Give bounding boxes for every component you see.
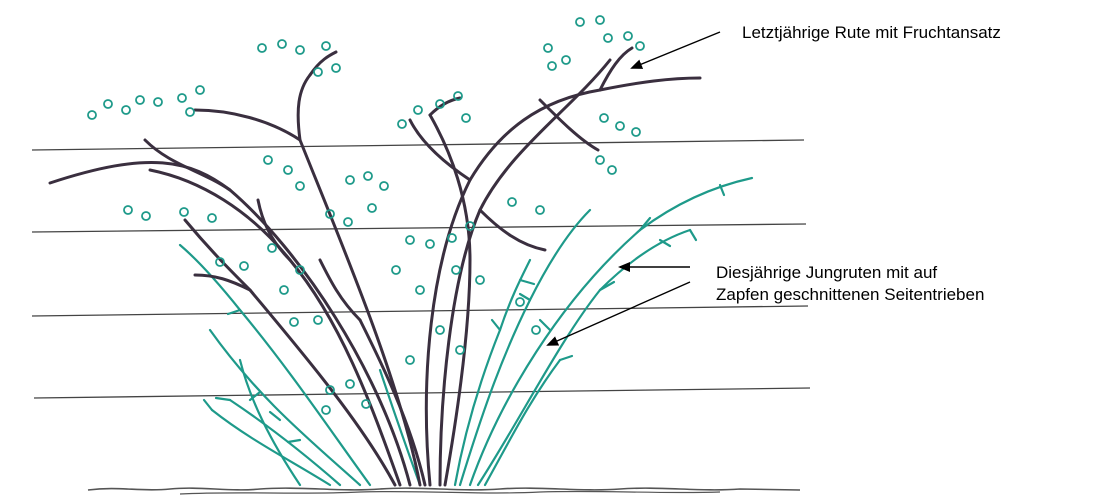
label-young-canes: Diesjährige Jungruten mit auf Zapfen ges…	[716, 262, 984, 306]
label-young-canes-line1: Diesjährige Jungruten mit auf	[716, 262, 984, 284]
label-old-cane: Letztjährige Rute mit Fruchtansatz	[742, 22, 1001, 44]
arrow-young-canes-2	[548, 282, 690, 345]
label-young-canes-line2: Zapfen geschnittenen Seitentrieben	[716, 284, 984, 306]
trellis-wire	[32, 306, 808, 316]
trellis-wire	[34, 388, 810, 398]
arrow-old-cane	[632, 32, 720, 68]
ground-line-lower	[180, 491, 720, 494]
ground-line	[88, 488, 800, 490]
trellis-wires	[32, 140, 810, 398]
fruit-clusters	[88, 16, 644, 414]
